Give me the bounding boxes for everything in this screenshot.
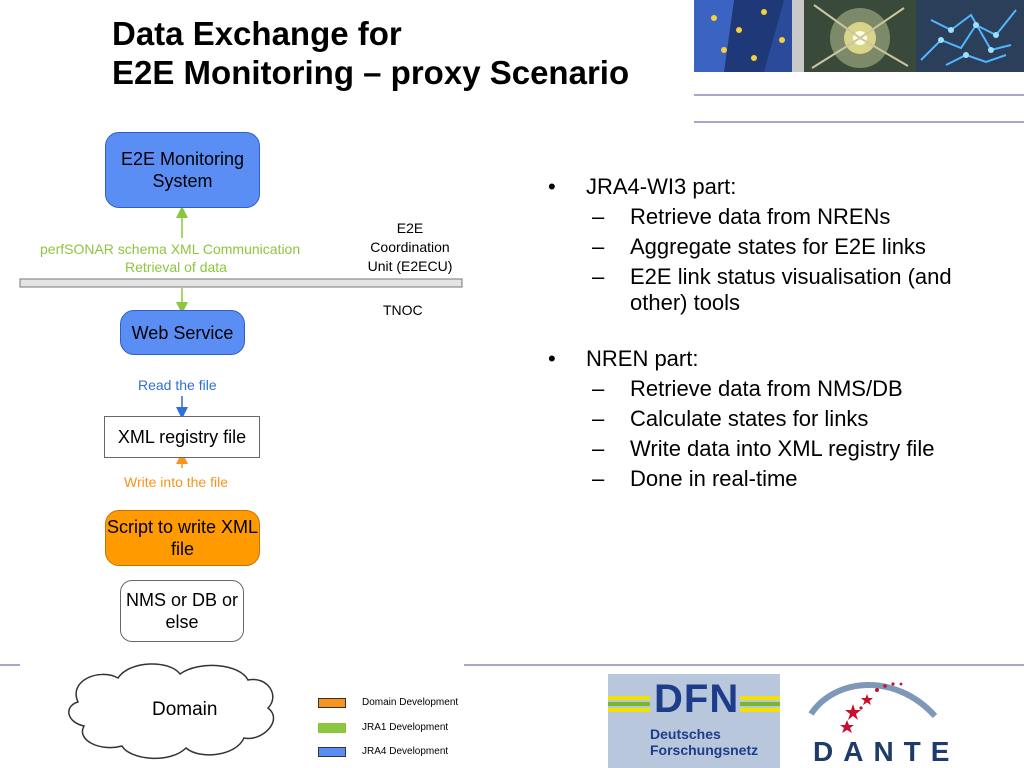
light-burst-photo (804, 0, 916, 72)
e2ecu-label: E2E Coordination Unit (E2ECU) (367, 220, 453, 274)
e2e-monitoring-system-box: E2E Monitoring System (105, 132, 260, 208)
sub-item-text: Calculate states for links (630, 406, 869, 431)
sub-item-text: Retrieve data from NRENs (630, 204, 891, 229)
domain-cloud (68, 663, 275, 760)
sub-item: –Write data into XML registry file (548, 436, 968, 462)
legend-domain-dev: Domain Development (318, 697, 458, 708)
sub-item: –Done in real-time (548, 466, 968, 492)
retrieval-label: Retrieval of data (125, 259, 227, 275)
dash: – (592, 436, 605, 461)
header-rule-2 (694, 121, 1024, 123)
bullet-jra4: • JRA4-WI3 part: (548, 174, 968, 200)
legend-label-jra4: JRA4 Development (362, 746, 449, 757)
diagram-connectors (19, 206, 463, 760)
dash: – (592, 234, 605, 259)
sub-item-text: Aggregate states for E2E links (630, 234, 926, 259)
bullet-jra4-text: JRA4-WI3 part: (586, 174, 737, 199)
read-file-label: Read the file (138, 377, 217, 393)
dfn-logo: DFN Deutsches Forschungsnetz (608, 674, 780, 768)
dfn-line2: Forschungsnetz (650, 742, 759, 758)
bullet-dot: • (548, 346, 556, 371)
dash: – (592, 376, 605, 401)
network-map-photo (916, 0, 1024, 72)
legend-label-domain: Domain Development (362, 697, 459, 708)
dante-arc-stars-icon (808, 682, 938, 733)
eu-flag-photo (694, 0, 804, 72)
sub-item-text: Done in real-time (630, 466, 798, 491)
tnoc-label: TNOC (383, 302, 423, 318)
title-line-1: Data Exchange for (112, 15, 402, 52)
legend-jra1-dev: JRA1 Development (318, 722, 448, 733)
bullet-list: • JRA4-WI3 part: –Retrieve data from NRE… (548, 174, 968, 492)
script-box: Script to write XML file (105, 510, 260, 566)
dash: – (592, 406, 605, 431)
sub-item: –E2E link status visualisation (and othe… (548, 264, 968, 316)
dfn-wordmark: DFN (654, 677, 740, 721)
legend-swatch-green (318, 722, 346, 733)
legend-jra4-dev: JRA4 Development (318, 746, 448, 757)
sub-item: –Calculate states for links (548, 406, 968, 432)
perfsonar-label: perfSONAR schema XML Communication (40, 241, 301, 257)
sub-item-text: E2E link status visualisation (and other… (630, 264, 952, 315)
legend-label-jra1: JRA1 Development (362, 722, 449, 733)
proxy-diagram: E2E Monitoring System perfSONAR schema X… (0, 0, 470, 768)
web-service-box: Web Service (120, 310, 245, 355)
xml-registry-file-box: XML registry file (104, 416, 260, 458)
bullet-nren-text: NREN part: (586, 346, 699, 371)
dante-logo: DANTE (805, 674, 965, 768)
dash: – (592, 204, 605, 229)
footer-rule-right (464, 664, 1024, 666)
domain-label: Domain (152, 699, 218, 720)
dfn-line1: Deutsches (650, 726, 721, 742)
bullet-dot: • (548, 174, 556, 199)
legend-swatch-orange (318, 697, 346, 708)
dante-wordmark: DANTE (813, 736, 960, 767)
header-photo-strip (694, 0, 1024, 72)
sub-item-text: Write data into XML registry file (630, 436, 935, 461)
nms-db-box: NMS or DB or else (120, 580, 244, 642)
write-file-label: Write into the file (124, 474, 229, 490)
legend-swatch-blue (318, 746, 346, 757)
dash: – (592, 466, 605, 491)
page-title: Data Exchange for E2E Monitoring – proxy… (112, 14, 629, 92)
bullet-nren: • NREN part: (548, 346, 968, 372)
dash: – (592, 264, 605, 289)
title-line-2: E2E Monitoring – proxy Scenario (112, 54, 630, 91)
sub-item: –Aggregate states for E2E links (548, 234, 968, 260)
sub-item-text: Retrieve data from NMS/DB (630, 376, 903, 401)
header-rule-1 (694, 94, 1024, 96)
footer-rule-left (0, 664, 20, 666)
sub-item: –Retrieve data from NMS/DB (548, 376, 968, 402)
e2ecu-boundary-bar (19, 278, 463, 288)
sub-item: –Retrieve data from NRENs (548, 204, 968, 230)
